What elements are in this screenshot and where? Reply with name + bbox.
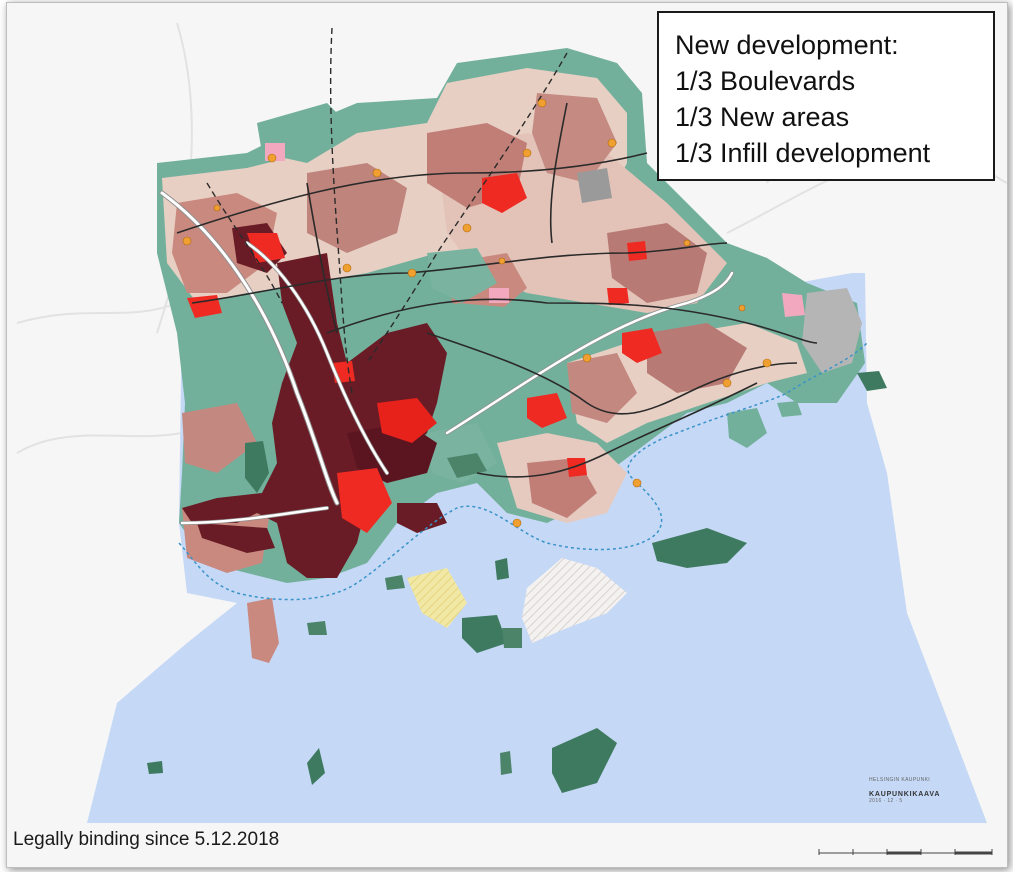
transit-nodes xyxy=(182,98,772,528)
special-area xyxy=(782,293,805,317)
centre-area xyxy=(187,295,222,318)
island xyxy=(147,761,163,774)
green-area xyxy=(752,268,807,333)
ring-roads xyxy=(176,102,818,478)
centre-area xyxy=(377,398,437,443)
main-roads xyxy=(159,190,734,525)
island xyxy=(447,453,487,478)
rail-lines xyxy=(206,27,568,394)
green-area xyxy=(457,303,547,388)
title-block-org: HELSINGIN KAUPUNKI xyxy=(869,777,931,783)
island xyxy=(495,558,509,580)
industrial-area xyxy=(802,288,862,373)
outer-road xyxy=(16,432,183,454)
residential-mid-area xyxy=(307,163,407,253)
centre-area xyxy=(622,328,662,363)
island xyxy=(727,408,767,448)
hatched-island xyxy=(522,558,627,643)
maritime-boundary-line xyxy=(178,342,868,601)
island xyxy=(552,728,617,793)
island xyxy=(502,628,522,648)
yellow-area xyxy=(407,568,467,628)
centre-area xyxy=(567,458,587,477)
legend-title: New development: xyxy=(675,30,899,60)
residential-mid-area xyxy=(182,403,257,473)
legend-box: New development: 1/3 Boulevards 1/3 New … xyxy=(657,11,995,181)
outer-road xyxy=(16,302,178,324)
island xyxy=(777,401,802,417)
residential-mid-area xyxy=(247,598,279,663)
centre-area xyxy=(482,173,527,213)
scale-bar xyxy=(818,849,993,855)
island xyxy=(385,575,405,590)
green-area xyxy=(427,248,497,303)
legend-item-boulevards: 1/3 Boulevards xyxy=(675,66,856,96)
centre-area xyxy=(627,241,647,261)
legend-item-infill: 1/3 Infill development xyxy=(675,138,931,168)
title-block-title: KAUPUNKIKAAVA xyxy=(869,791,941,798)
island xyxy=(307,621,327,635)
island xyxy=(462,615,507,653)
island xyxy=(307,748,325,785)
island xyxy=(245,441,269,493)
legend-item-new-areas: 1/3 New areas xyxy=(675,102,850,132)
urban-core-area xyxy=(197,523,275,553)
residential-mid-area xyxy=(567,353,637,423)
residential-mid-area xyxy=(532,93,617,183)
centre-area xyxy=(527,393,567,428)
map-frame: New development: 1/3 Boulevards 1/3 New … xyxy=(6,2,1008,868)
residential-mid-area xyxy=(647,323,747,393)
residential-mid-area xyxy=(172,193,277,293)
island xyxy=(652,528,747,568)
industrial-area xyxy=(577,168,612,203)
centre-area xyxy=(247,233,285,263)
island xyxy=(500,751,512,775)
sea-area xyxy=(87,273,987,823)
urban-core-area xyxy=(182,253,447,578)
centre-area xyxy=(337,468,392,533)
island xyxy=(857,371,887,391)
centre-area xyxy=(607,288,629,305)
special-area xyxy=(489,288,509,303)
urban-core-area xyxy=(397,503,447,533)
map-title-block: HELSINGIN KAUPUNKI KAUPUNKIKAAVA 2016 · … xyxy=(869,777,989,804)
title-block-subtitle: 2016 · 12 · 5 xyxy=(869,798,903,804)
map-caption: Legally binding since 5.12.2018 xyxy=(13,829,280,850)
